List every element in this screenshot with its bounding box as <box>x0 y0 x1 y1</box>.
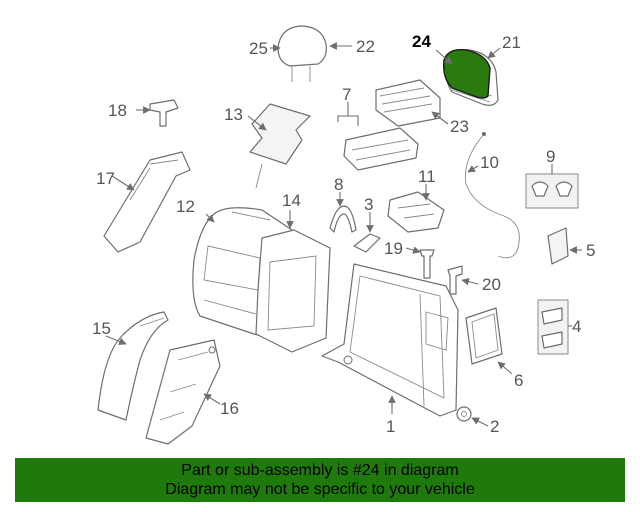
callout-23: 23 <box>450 117 469 136</box>
banner-line-2: Diagram may not be specific to your vehi… <box>165 481 475 498</box>
part-4-clips[interactable] <box>537 299 569 355</box>
part-5-pad[interactable] <box>547 227 569 265</box>
callout-6: 6 <box>514 371 523 390</box>
leader-23 <box>431 111 449 125</box>
leader-2 <box>471 417 489 427</box>
part-14-seatback-panel[interactable] <box>255 229 331 353</box>
leader-6 <box>497 361 513 375</box>
callout-4: 4 <box>572 317 581 336</box>
part-19-bolt[interactable] <box>419 249 435 279</box>
callout-15: 15 <box>92 319 111 338</box>
part-16-side-panel[interactable] <box>145 339 221 445</box>
info-banner: Part or sub-assembly is #24 in diagram D… <box>15 458 625 502</box>
part-8-spring-clip[interactable] <box>329 205 357 233</box>
leader-15 <box>105 335 127 346</box>
leader-13 <box>247 115 267 131</box>
leader-10 <box>467 165 479 173</box>
callout-10: 10 <box>480 153 499 172</box>
part-1-seatback-frame[interactable] <box>321 263 459 417</box>
callout-18: 18 <box>108 101 127 120</box>
callout-9: 9 <box>546 147 555 166</box>
callout-2: 2 <box>490 417 499 436</box>
callout-8: 8 <box>334 175 343 194</box>
callout-3: 3 <box>364 195 373 214</box>
part-11-latch[interactable] <box>387 191 445 233</box>
leader-12 <box>205 213 215 223</box>
part-24-highlighted[interactable] <box>442 49 491 99</box>
part-13-pad[interactable] <box>249 103 311 189</box>
part-20-bolt[interactable] <box>447 265 463 295</box>
callout-24: 24 <box>412 32 431 51</box>
callout-22: 22 <box>356 37 375 56</box>
part-15-side-bolster[interactable] <box>97 311 169 421</box>
part-22-headrest[interactable] <box>277 25 327 82</box>
callout-7: 7 <box>342 85 351 104</box>
leader-21 <box>487 47 501 59</box>
leader-7 <box>337 102 359 126</box>
callout-16: 16 <box>220 399 239 418</box>
part-17-side-trim[interactable] <box>103 151 191 253</box>
callout-17: 17 <box>96 169 115 188</box>
callout-5: 5 <box>586 241 595 260</box>
part-3-grommet[interactable] <box>353 233 381 253</box>
callout-19: 19 <box>384 239 403 258</box>
part-23-module[interactable] <box>375 79 441 127</box>
callout-13: 13 <box>224 105 243 124</box>
callout-21: 21 <box>502 33 521 52</box>
leader-17 <box>111 175 135 191</box>
callout-11: 11 <box>418 167 436 186</box>
part-2-nut[interactable] <box>456 406 472 422</box>
part-18-clip[interactable] <box>149 99 179 127</box>
leader-20 <box>461 277 479 286</box>
callout-20: 20 <box>482 275 501 294</box>
callout-25: 25 <box>249 39 268 58</box>
leader-24 <box>435 49 453 65</box>
leader-19 <box>405 246 421 254</box>
callout-14: 14 <box>282 191 301 210</box>
callout-12: 12 <box>176 197 195 216</box>
parts-diagram: 25 22 24 21 7 23 18 13 10 9 17 8 11 12 1… <box>92 25 595 445</box>
leader-16 <box>203 393 221 405</box>
part-7-bracket[interactable] <box>343 127 419 171</box>
part-9-fasteners[interactable] <box>525 173 579 209</box>
banner-line-1: Part or sub-assembly is #24 in diagram <box>181 462 459 479</box>
callout-1: 1 <box>386 417 395 436</box>
part-6-panel[interactable] <box>465 307 503 365</box>
part-10-cable[interactable] <box>464 132 520 259</box>
